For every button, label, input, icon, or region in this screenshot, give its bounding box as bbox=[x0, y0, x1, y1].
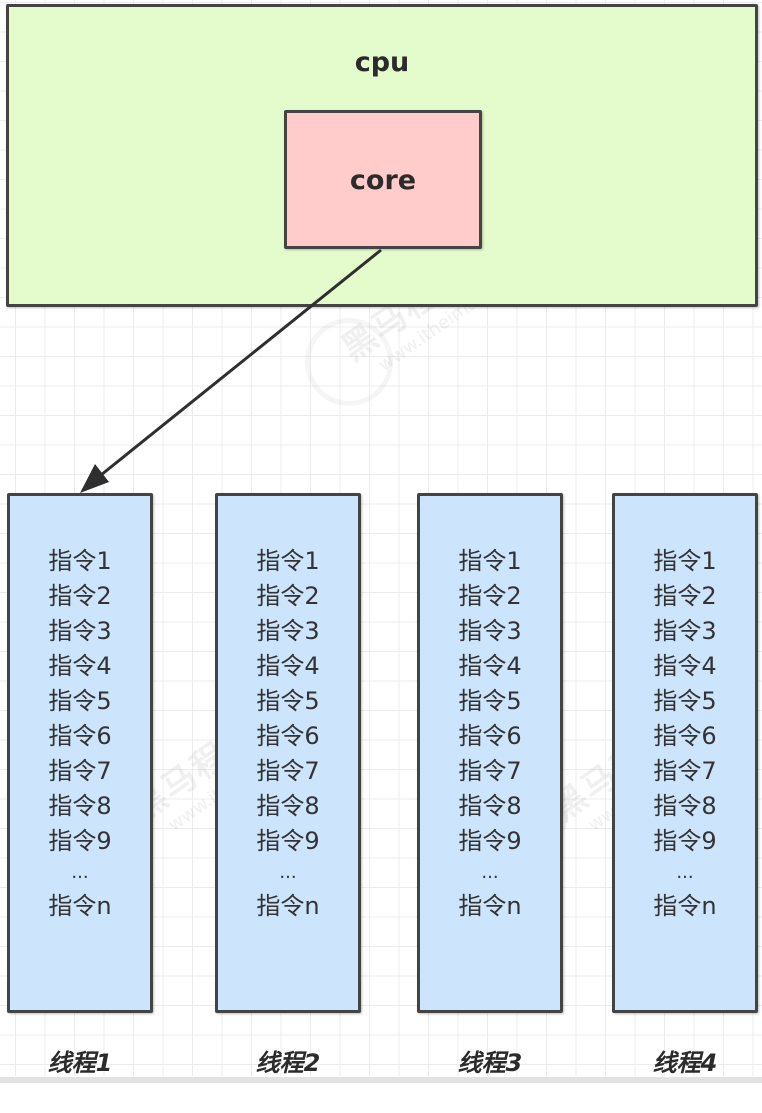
instruction-item: 指令3 bbox=[653, 617, 717, 645]
instruction-item: 指令1 bbox=[458, 547, 522, 575]
instruction-item: 指令9 bbox=[653, 827, 717, 855]
instruction-item: 指令1 bbox=[653, 547, 717, 575]
thread-label-1: 线程1 bbox=[47, 1049, 113, 1077]
instruction-item: 指令6 bbox=[256, 722, 320, 750]
instruction-item: 指令3 bbox=[48, 617, 112, 645]
instruction-item: 指令6 bbox=[48, 722, 112, 750]
instruction-list: 指令1 指令2 指令3 指令4 指令5 指令6 指令7 指令8 指令9... 指令n bbox=[420, 544, 560, 924]
instruction-item: 指令8 bbox=[48, 792, 112, 820]
core-box[interactable]: core bbox=[284, 110, 482, 249]
cpu-label: cpu bbox=[354, 47, 410, 78]
thread-label-3: 线程3 bbox=[457, 1049, 523, 1077]
core-label: core bbox=[349, 165, 417, 196]
instruction-item: 指令2 bbox=[48, 582, 112, 610]
instruction-item: 指令9 bbox=[256, 827, 320, 855]
instruction-item: 指令7 bbox=[458, 757, 522, 785]
thread-box-1[interactable]: 指令1 指令2 指令3 指令4 指令5 指令6 指令7 指令8 指令9... 指令n bbox=[7, 493, 153, 1013]
instruction-item: 指令2 bbox=[256, 582, 320, 610]
instruction-item: 指令4 bbox=[458, 652, 522, 680]
instruction-list: 指令1 指令2 指令3 指令4 指令5 指令6 指令7 指令8 指令9... 指令n bbox=[10, 544, 150, 924]
instruction-item: 指令2 bbox=[653, 582, 717, 610]
instruction-item: 指令4 bbox=[256, 652, 320, 680]
instruction-item: 指令1 bbox=[48, 547, 112, 575]
instruction-item-last: 指令n bbox=[653, 892, 717, 920]
instruction-list: 指令1 指令2 指令3 指令4 指令5 指令6 指令7 指令8 指令9... 指令n bbox=[615, 544, 755, 924]
instruction-item: 指令7 bbox=[256, 757, 320, 785]
instruction-item-last: 指令n bbox=[48, 892, 112, 920]
instruction-list: 指令1 指令2 指令3 指令4 指令5 指令6 指令7 指令8 指令9... 指令n bbox=[218, 544, 358, 924]
instruction-item-last: 指令n bbox=[256, 892, 320, 920]
instruction-item: 指令2 bbox=[458, 582, 522, 610]
thread-label-4: 线程4 bbox=[652, 1049, 718, 1077]
instruction-item: 指令5 bbox=[458, 687, 522, 715]
instruction-item: 指令5 bbox=[653, 687, 717, 715]
instruction-item: 指令3 bbox=[256, 617, 320, 645]
bottom-divider bbox=[0, 1077, 762, 1083]
instruction-ellipsis: ... bbox=[71, 862, 89, 883]
instruction-item: 指令5 bbox=[48, 687, 112, 715]
instruction-item: 指令4 bbox=[48, 652, 112, 680]
instruction-item: 指令6 bbox=[458, 722, 522, 750]
instruction-item: 指令3 bbox=[458, 617, 522, 645]
instruction-item: 指令8 bbox=[653, 792, 717, 820]
instruction-item: 指令8 bbox=[458, 792, 522, 820]
thread-box-4[interactable]: 指令1 指令2 指令3 指令4 指令5 指令6 指令7 指令8 指令9... 指令n bbox=[612, 493, 758, 1013]
thread-box-3[interactable]: 指令1 指令2 指令3 指令4 指令5 指令6 指令7 指令8 指令9... 指令n bbox=[417, 493, 563, 1013]
instruction-ellipsis: ... bbox=[279, 862, 297, 883]
instruction-item: 指令8 bbox=[256, 792, 320, 820]
thread-box-2[interactable]: 指令1 指令2 指令3 指令4 指令5 指令6 指令7 指令8 指令9... 指令n bbox=[215, 493, 361, 1013]
instruction-item: 指令9 bbox=[458, 827, 522, 855]
instruction-item: 指令5 bbox=[256, 687, 320, 715]
instruction-item: 指令9 bbox=[48, 827, 112, 855]
instruction-item: 指令7 bbox=[653, 757, 717, 785]
instruction-item: 指令7 bbox=[48, 757, 112, 785]
instruction-item: 指令4 bbox=[653, 652, 717, 680]
instruction-item: 指令1 bbox=[256, 547, 320, 575]
instruction-item: 指令6 bbox=[653, 722, 717, 750]
thread-label-2: 线程2 bbox=[255, 1049, 321, 1077]
instruction-ellipsis: ... bbox=[676, 862, 694, 883]
instruction-item-last: 指令n bbox=[458, 892, 522, 920]
instruction-ellipsis: ... bbox=[481, 862, 499, 883]
